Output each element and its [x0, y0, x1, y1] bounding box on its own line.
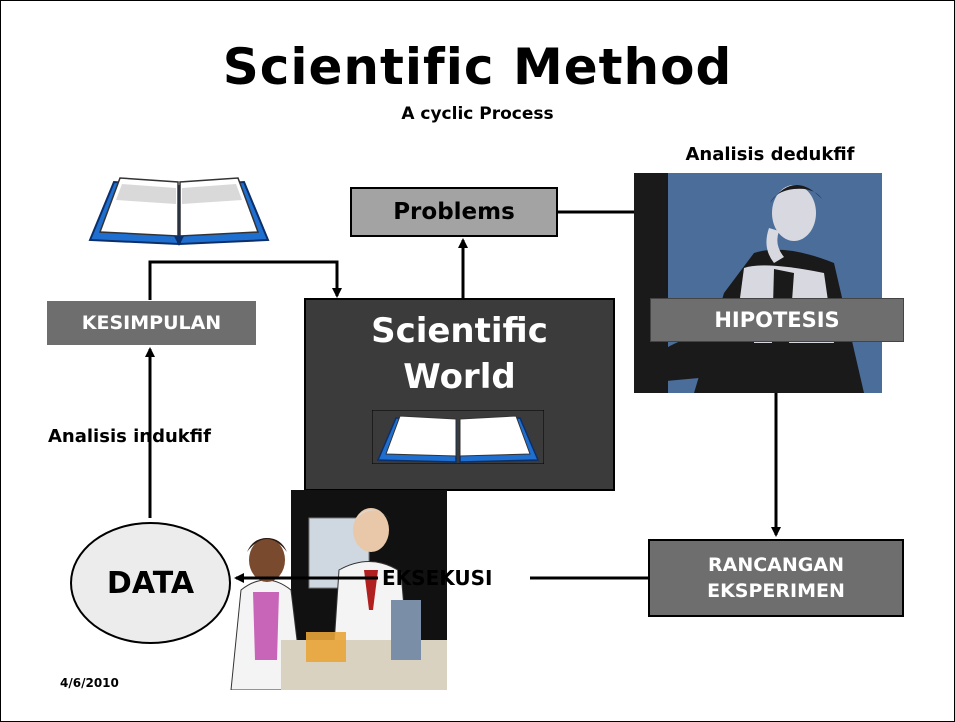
problems-box: Problems — [350, 187, 558, 237]
scientific-world-line2: World — [403, 357, 516, 397]
slide-subtitle: A cyclic Process — [401, 104, 554, 124]
scientific-world-line1: Scientific — [371, 311, 548, 351]
slide-title: Scientific Method — [222, 38, 733, 96]
scientific-world-label: Scientific World — [304, 308, 615, 400]
hipotesis-box: HIPOTESIS — [650, 298, 904, 342]
rancangan-line2: EKSPERIMEN — [707, 580, 845, 602]
eksekusi-label: EKSEKUSI — [382, 566, 493, 590]
arrow-kesimpulan-to-world — [148, 260, 342, 300]
rancangan-line1: RANCANGAN — [708, 554, 844, 576]
inductive-analysis-label: Analisis indukfif — [48, 426, 211, 447]
data-node: DATA — [70, 522, 231, 644]
open-book-icon — [88, 177, 270, 246]
kesimpulan-box: KESIMPULAN — [47, 301, 256, 345]
center-book-icon — [372, 410, 544, 464]
deductive-analysis-label: Analisis dedukfif — [685, 144, 855, 165]
slide-date: 4/6/2010 — [60, 676, 119, 690]
rancangan-eksperimen-box: RANCANGAN EKSPERIMEN — [648, 539, 904, 617]
scientists-image — [221, 490, 447, 690]
